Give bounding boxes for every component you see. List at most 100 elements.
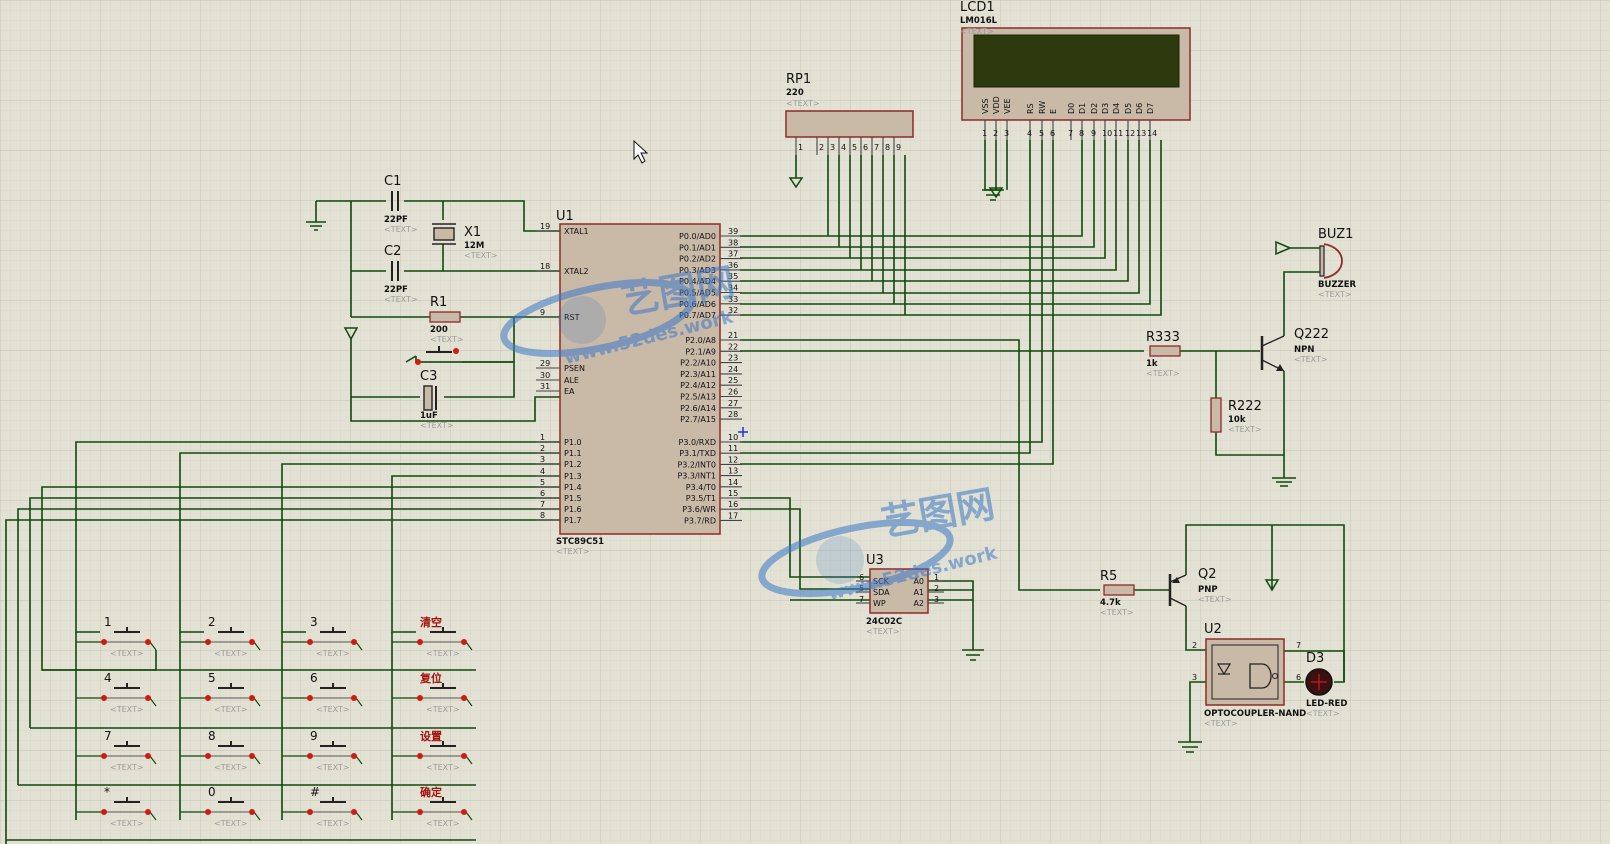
mcu-pin-number: 6 [540,489,545,498]
keypad-key[interactable]: 3 <TEXT> [282,615,363,658]
buzzer-placeholder: <TEXT> [1318,290,1352,299]
c2-ref: C2 [384,244,401,259]
keypad-key-placeholder: <TEXT> [426,763,460,772]
keypad-key-label: 4 [104,671,112,685]
transistor-q222[interactable]: Q222 NPN <TEXT> [1260,327,1329,372]
capacitor-c1[interactable]: C1 22PF <TEXT> [384,174,418,234]
rp1-pin-number: 6 [863,143,868,152]
led-value: LED-RED [1306,699,1347,709]
keypad-key[interactable]: 8<TEXT> [180,729,261,772]
mcu-pin-number: 3 [540,455,545,464]
keypad-key-label: 设置 [420,729,442,743]
lcd-lm016l[interactable]: 1VSS2VDD3VEE4RS5RW6E7D08D19D210D311D412D… [960,0,1191,140]
mcu-pin-label: P3.6/WR [682,505,716,514]
keypad-4x4[interactable]: 1<TEXT>2<TEXT>3<TEXT>清空<TEXT>4<TEXT>5<TE… [76,615,473,828]
opto-part: OPTOCOUPLER-NAND [1204,709,1306,719]
mcu-pin-label: P2.3/A11 [680,370,716,379]
c1-placeholder: <TEXT> [384,225,418,234]
ground-npn [1272,477,1296,487]
capacitor-c2[interactable]: C2 22PF <TEXT> [384,244,418,304]
eeprom-pin-label: SDA [873,588,890,597]
lcd-part: LM016L [960,16,998,26]
keypad-key[interactable]: 9<TEXT> [282,729,363,772]
keypad-key-label: 2 [208,615,216,629]
keypad-key-label: 1 [104,615,112,629]
lcd-pin-number: 12 [1125,129,1135,138]
r1-placeholder: <TEXT> [430,335,464,344]
nand-gate-icon [1249,663,1272,689]
lcd-pin-number: 10 [1102,129,1112,138]
keypad-key[interactable]: 4<TEXT> [76,671,157,714]
mcu-part: STC89C51 [556,537,604,547]
mcu-ref: U1 [556,209,574,224]
resistor-r1[interactable]: R1 200 <TEXT> [429,295,464,344]
led-d3[interactable]: D3 LED-RED <TEXT> [1305,651,1347,718]
ground-lcd-tri [988,187,1004,199]
keypad-key[interactable]: 2 <TEXT> [180,615,261,658]
resistor-r5[interactable]: R5 4.7k <TEXT> [1100,569,1135,617]
mcu-pin-label: P1.7 [564,516,582,525]
led-ref: D3 [1306,651,1324,666]
rp1-pin-number: 5 [852,143,857,152]
mcu-pin-label: P2.7/A15 [680,415,716,424]
transistor-q2[interactable]: Q2 PNP <TEXT> [1168,567,1232,607]
lcd-pin-number: 2 [993,129,998,138]
keypad-key[interactable]: 6<TEXT> [282,671,363,714]
buzzer-buz1[interactable]: BUZ1 BUZZER <TEXT> [1318,227,1357,299]
eeprom-pin-label: A0 [913,577,924,586]
keypad-key-placeholder: <TEXT> [214,649,248,658]
keypad-key[interactable]: 7<TEXT> [76,729,157,772]
keypad-key[interactable]: 复位<TEXT> [392,671,473,714]
keypad-key[interactable]: 0<TEXT> [180,785,261,828]
lcd-pin-number: 3 [1004,129,1009,138]
mcu-pin-label: P1.0 [564,438,582,447]
keypad-key-placeholder: <TEXT> [316,649,350,658]
c3-value: 1uF [420,411,438,421]
x1-ref: X1 [464,225,481,240]
keypad-key-placeholder: <TEXT> [110,763,144,772]
rp1-pin-number: 1 [798,143,803,152]
r222-ref: R222 [1228,399,1262,414]
r1-ref: R1 [430,295,447,310]
r222-value: 10k [1228,415,1246,425]
q2-placeholder: <TEXT> [1198,595,1232,604]
resistor-r333[interactable]: R333 1k <TEXT> [1146,330,1181,378]
q222-ref: Q222 [1294,327,1329,342]
crystal-x1[interactable]: X1 12M <TEXT> [432,223,498,260]
resistor-r222[interactable]: R222 10k <TEXT> [1210,397,1262,434]
mcu-pin-label: P0.7/AD7 [679,311,716,320]
mcu-pin-label: P2.1/A9 [685,347,716,356]
mcu-pin-number: 37 [728,250,738,259]
keypad-key[interactable]: *<TEXT> [76,785,157,828]
keypad-key[interactable]: #<TEXT> [282,785,363,828]
mcu-pin-label: P3.3/INT1 [677,472,716,481]
mcu-pin-label: P2.4/A12 [680,381,716,390]
opto-placeholder: <TEXT> [1204,719,1238,728]
lcd-pin-number: 5 [1039,129,1044,138]
keypad-key[interactable]: 清空<TEXT> [392,615,473,658]
mcu-u1[interactable]: 19XTAL118XTAL29RST29PSEN30ALE31EA1P1.02P… [536,209,742,556]
reset-button[interactable] [415,346,462,365]
keypad-key[interactable]: 确定<TEXT> [392,785,473,828]
mcu-pin-number: 27 [728,399,738,408]
capacitor-c3[interactable]: C3 1uF <TEXT> [420,369,454,430]
lcd-pin-number: 11 [1113,129,1123,138]
mcu-pin-label: P1.6 [564,505,582,514]
lcd-pin-label: E [1049,109,1058,114]
keypad-key-label: 3 [310,615,318,629]
keypad-key-placeholder: <TEXT> [426,819,460,828]
wire-net [5,140,1345,844]
keypad-key[interactable]: 5<TEXT> [180,671,261,714]
mcu-pin-label: P3.2/INT0 [677,460,716,469]
keypad-key-placeholder: <TEXT> [316,763,350,772]
keypad-key[interactable]: 设置 <TEXT> [392,729,473,772]
mcu-pin-label: P0.3/AD3 [679,266,716,275]
buzzer-value: BUZZER [1318,280,1357,290]
q222-placeholder: <TEXT> [1294,355,1328,364]
mcu-pin-label: P1.5 [564,494,582,503]
x1-placeholder: <TEXT> [464,251,498,260]
keypad-key[interactable]: 1<TEXT> [76,615,157,658]
opto-ref: U2 [1204,622,1222,637]
